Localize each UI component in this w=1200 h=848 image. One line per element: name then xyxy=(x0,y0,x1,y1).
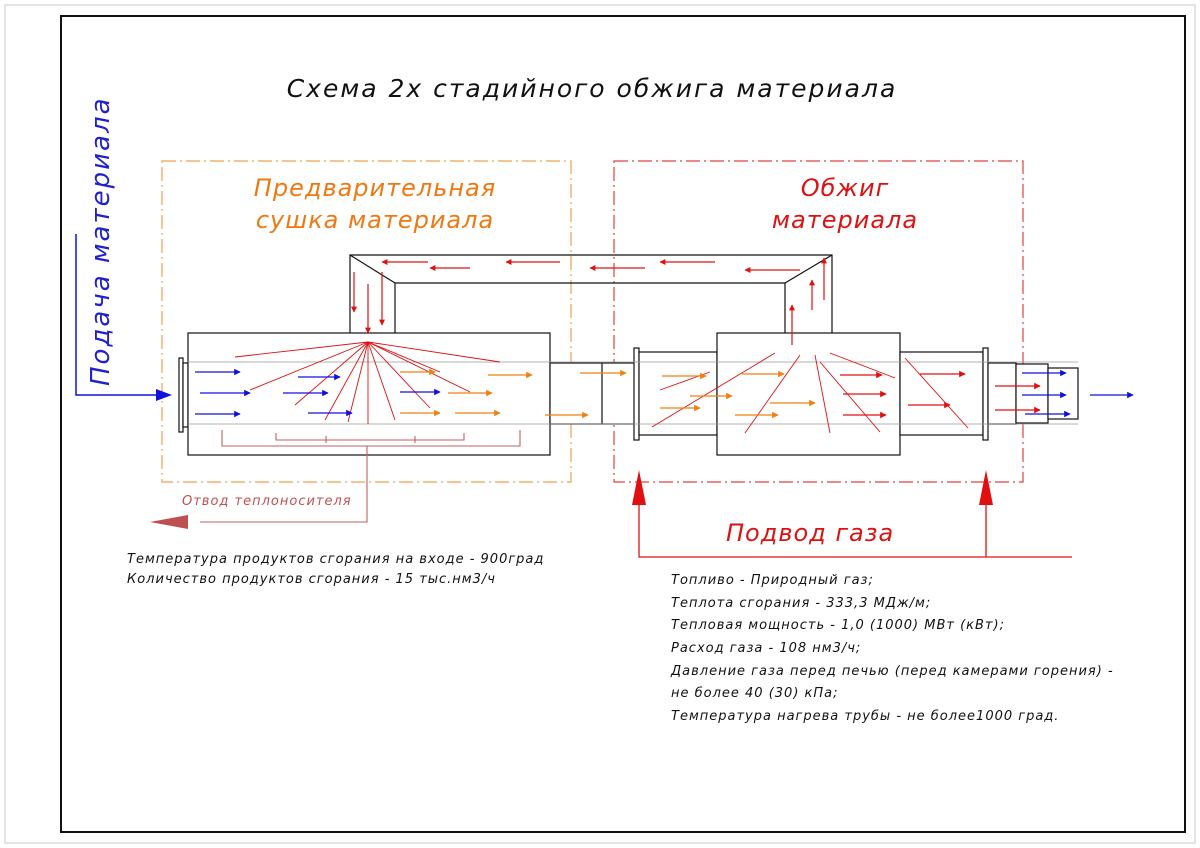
gas-supply-line xyxy=(638,505,1072,558)
tube-axis-lines xyxy=(188,361,1078,425)
material-feed-line xyxy=(75,234,160,396)
firing-outflow-arrows xyxy=(789,257,827,345)
material-feed-label: Подача материала xyxy=(86,97,116,387)
drying-zone-box xyxy=(161,160,572,483)
firing-heat-rays xyxy=(651,352,969,434)
drawing-frame xyxy=(60,15,1186,833)
firing-zone-label-line1: Обжиг xyxy=(801,174,890,202)
gas-note-pressure: Давление газа перед печью (перед камерам… xyxy=(670,664,1114,679)
material-flow-blue xyxy=(195,368,1134,418)
gas-supply-label: Подвод газа xyxy=(726,519,894,547)
gas-arrowhead-right xyxy=(979,470,993,505)
gas-note-flow: Расход газа - 108 нм3/ч; xyxy=(671,641,861,656)
material-flow-orange xyxy=(400,368,816,419)
firing-zone-label-line2: материала xyxy=(772,206,918,234)
drying-zone-label-line2: сушка материала xyxy=(256,206,494,234)
gas-note-pressure-limit: не более 40 (30) кПа; xyxy=(671,686,839,701)
exhaust-label: Отвод теплоносителя xyxy=(182,494,352,509)
drying-heat-rays xyxy=(234,341,501,424)
material-flow-red xyxy=(840,370,1041,419)
exhaust-arrowhead xyxy=(150,515,188,529)
drying-inflow-arrows xyxy=(351,272,385,334)
gas-note-power: Тепловая мощность - 1,0 (1000) МВт (кВт)… xyxy=(671,618,1005,633)
diagram-title: Схема 2х стадийного обжига материала xyxy=(287,74,898,103)
inlet-note-quantity: Количество продуктов сгорания - 15 тыс.н… xyxy=(127,572,496,587)
drying-zone-label-line1: Предварительная xyxy=(254,174,496,202)
gas-note-fuel: Топливо - Природный газ; xyxy=(671,573,874,588)
material-feed-arrowhead xyxy=(156,389,172,401)
duct-heat-arrows xyxy=(381,259,800,273)
outer-border xyxy=(4,4,1196,844)
exhaust-collector xyxy=(200,430,521,523)
gas-note-heat-value: Теплота сгорания - 333,3 МДж/м; xyxy=(671,596,931,611)
gas-arrowhead-left xyxy=(632,470,646,505)
gas-note-tube-temperature: Температура нагрева трубы - не более1000… xyxy=(671,709,1059,724)
firing-zone-box xyxy=(613,160,1024,483)
inlet-note-temperature: Температура продуктов сгорания на входе … xyxy=(127,552,544,567)
furnace-equipment xyxy=(178,254,1079,456)
